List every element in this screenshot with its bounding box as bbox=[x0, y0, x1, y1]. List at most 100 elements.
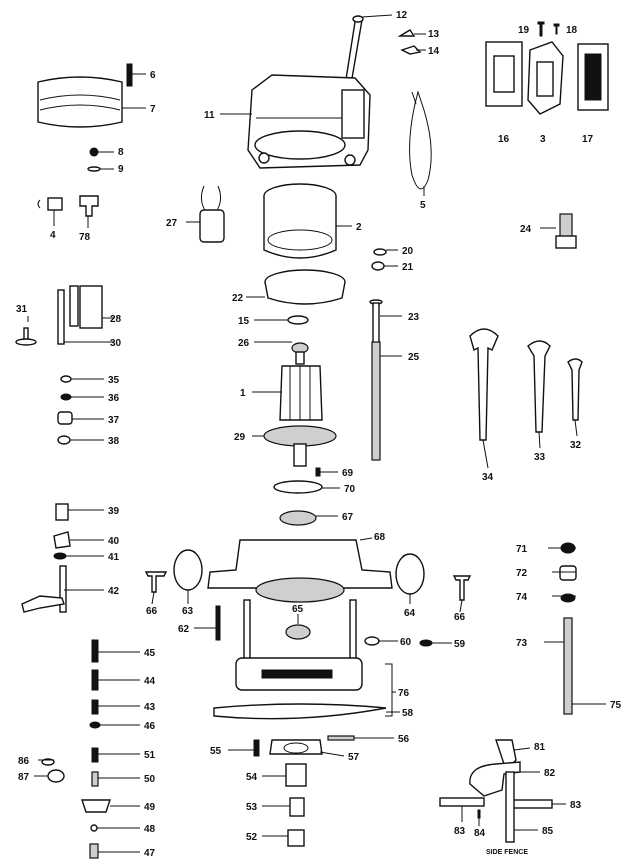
callout-64: 64 bbox=[404, 608, 416, 619]
callout-12: 12 bbox=[396, 10, 408, 21]
housing-ring-part bbox=[264, 269, 346, 305]
small-screws-part bbox=[537, 21, 560, 37]
callout-56: 56 bbox=[398, 734, 410, 745]
callout-47: 47 bbox=[144, 848, 156, 859]
callout-70: 70 bbox=[344, 484, 356, 495]
callout-55: 55 bbox=[210, 746, 222, 757]
callout-66-right: 66 bbox=[454, 612, 466, 623]
callout-44: 44 bbox=[144, 676, 156, 687]
callout-51: 51 bbox=[144, 750, 156, 761]
callout-24: 24 bbox=[520, 224, 532, 235]
callout-8: 8 bbox=[118, 147, 124, 158]
spindle-lock-parts bbox=[215, 605, 433, 647]
callout-68: 68 bbox=[374, 532, 386, 543]
knob-screws-part bbox=[144, 571, 472, 601]
callout-58: 58 bbox=[402, 708, 414, 719]
callout-41: 41 bbox=[108, 552, 120, 563]
callout-49: 49 bbox=[144, 802, 156, 813]
depth-stop-parts bbox=[559, 542, 577, 715]
callout-40: 40 bbox=[108, 536, 120, 547]
callout-82: 82 bbox=[544, 768, 556, 779]
callout-42: 42 bbox=[108, 586, 120, 597]
screw-and-band-parts bbox=[37, 63, 133, 128]
washer-nut-parts bbox=[371, 248, 387, 271]
callout-84: 84 bbox=[474, 828, 486, 839]
callout-5: 5 bbox=[420, 200, 426, 211]
collet-sleeve-parts bbox=[285, 763, 307, 847]
callout-2: 2 bbox=[356, 222, 362, 233]
callout-30: 30 bbox=[110, 338, 122, 349]
small-nut-parts bbox=[87, 147, 101, 172]
callout-32: 32 bbox=[570, 440, 582, 451]
sub-base-plate-part bbox=[213, 657, 393, 720]
callout-22: 22 bbox=[232, 293, 244, 304]
callout-1: 1 bbox=[240, 388, 246, 399]
wrench-tools-part bbox=[469, 328, 583, 441]
callout-18: 18 bbox=[566, 25, 578, 36]
callout-37: 37 bbox=[108, 415, 120, 426]
callout-85: 85 bbox=[542, 826, 554, 837]
callout-46: 46 bbox=[144, 721, 156, 732]
callout-14: 14 bbox=[428, 46, 440, 57]
callout-73: 73 bbox=[516, 638, 528, 649]
callout-9: 9 bbox=[118, 164, 124, 175]
callout-43: 43 bbox=[144, 702, 156, 713]
callout-20: 20 bbox=[402, 246, 414, 257]
callout-59: 59 bbox=[454, 639, 466, 650]
callout-72: 72 bbox=[516, 568, 528, 579]
switch-parts bbox=[37, 195, 99, 217]
callout-78: 78 bbox=[79, 232, 91, 243]
callout-15: 15 bbox=[238, 316, 250, 327]
callout-7: 7 bbox=[150, 104, 156, 115]
callout-67: 67 bbox=[342, 512, 354, 523]
callout-81: 81 bbox=[534, 742, 546, 753]
callout-17: 17 bbox=[582, 134, 594, 145]
handle-rod-part bbox=[343, 15, 364, 94]
callout-31: 31 bbox=[16, 304, 28, 315]
callout-29: 29 bbox=[234, 432, 246, 443]
armature-part bbox=[263, 315, 337, 467]
callout-76: 76 bbox=[398, 688, 410, 699]
cover-plates-part bbox=[485, 41, 609, 115]
callout-65: 65 bbox=[292, 604, 304, 615]
callout-83-left: 83 bbox=[454, 826, 466, 837]
bearing-parts bbox=[273, 467, 323, 526]
callout-60: 60 bbox=[400, 637, 412, 648]
callout-86: 86 bbox=[18, 756, 30, 767]
callout-34: 34 bbox=[482, 472, 494, 483]
leader-lines bbox=[27, 14, 606, 853]
callout-27: 27 bbox=[166, 218, 178, 229]
callout-35: 35 bbox=[108, 375, 120, 386]
callout-57: 57 bbox=[348, 752, 360, 763]
callout-25: 25 bbox=[408, 352, 420, 363]
field-coil-part bbox=[263, 183, 337, 259]
small-hardware-column-parts bbox=[57, 375, 73, 445]
callout-48: 48 bbox=[144, 824, 156, 835]
callout-19: 19 bbox=[518, 25, 530, 36]
callout-63: 63 bbox=[182, 606, 194, 617]
side-fence-caption: SIDE FENCE bbox=[486, 849, 528, 856]
callout-38: 38 bbox=[108, 436, 120, 447]
callout-50: 50 bbox=[144, 774, 156, 785]
callout-52: 52 bbox=[246, 832, 258, 843]
router-base-part bbox=[207, 539, 393, 663]
callout-53: 53 bbox=[246, 802, 258, 813]
callout-23: 23 bbox=[408, 312, 420, 323]
collet-part bbox=[555, 213, 577, 249]
callout-33: 33 bbox=[534, 452, 546, 463]
clip-parts bbox=[397, 29, 422, 55]
callout-75: 75 bbox=[610, 700, 622, 711]
depth-lock-parts bbox=[21, 503, 71, 613]
callout-66-left: 66 bbox=[146, 606, 158, 617]
fence-washer-parts bbox=[41, 758, 65, 783]
motor-housing-part bbox=[247, 74, 371, 169]
collet-nut-parts bbox=[253, 735, 355, 757]
callout-74: 74 bbox=[516, 592, 528, 603]
callout-39: 39 bbox=[108, 506, 120, 517]
callout-4: 4 bbox=[50, 230, 56, 241]
capacitor-part bbox=[199, 185, 225, 243]
callout-45: 45 bbox=[144, 648, 156, 659]
fence-guide-parts bbox=[15, 285, 103, 346]
callout-11: 11 bbox=[204, 110, 215, 121]
